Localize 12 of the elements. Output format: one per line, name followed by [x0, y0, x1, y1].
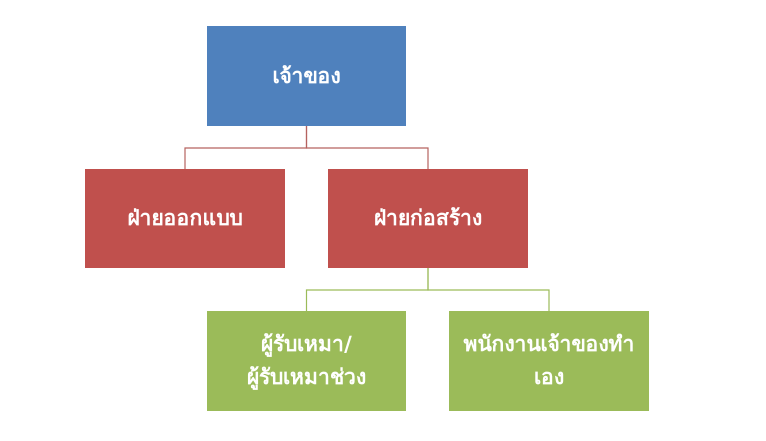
org-chart-box [449, 311, 649, 411]
org-chart-box [207, 311, 406, 411]
box-label: ฝ่ายออกแบบ [128, 205, 242, 232]
org-chart-box [85, 169, 285, 268]
box-label: ผู้รับเหมา/ผู้รับเหมาช่วง [246, 331, 367, 392]
org-chart-box [328, 169, 528, 268]
box-label: เจ้าของ [272, 62, 340, 90]
connector-line [427, 268, 550, 311]
org-chart-box [207, 26, 406, 126]
box-label: ฝ่ายก่อสร้าง [374, 205, 482, 232]
box-label: พนักงานเจ้าของทำเอง [462, 331, 636, 391]
connector-line [306, 126, 429, 169]
